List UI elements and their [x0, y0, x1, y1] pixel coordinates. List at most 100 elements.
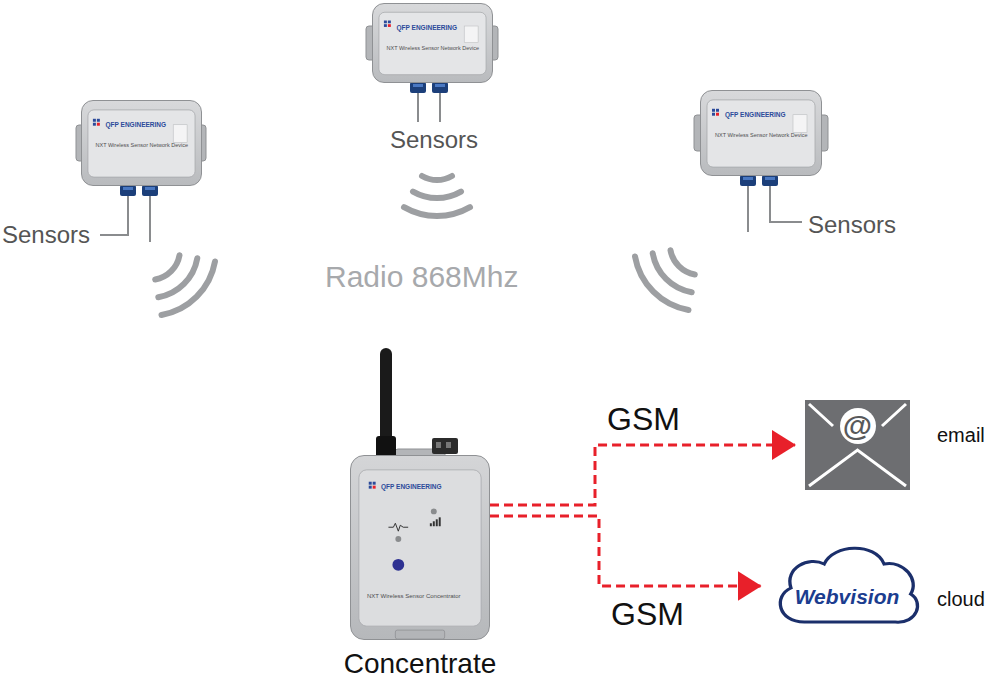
- radio-waves-part: [158, 258, 197, 297]
- cable-glands-part-part: [435, 84, 445, 87]
- device-panel-part-part: [716, 113, 719, 116]
- device-panel-part-part: [96, 119, 99, 122]
- email-label: email: [937, 424, 985, 447]
- sensor-device: QFP ENGINEERINGNXT Wireless Sensor Netwo…: [700, 90, 822, 176]
- node-title: QFP ENGINEERING: [725, 111, 786, 118]
- node-title: Webvision: [795, 585, 900, 609]
- connector-plug-part: [432, 438, 458, 454]
- sensor-wires-part: [747, 186, 749, 232]
- node-subtitle: NXT Wireless Sensor Network Device: [387, 45, 480, 51]
- cable-glands-part-part: [413, 84, 423, 87]
- cable-glands-part-part: [765, 177, 775, 180]
- node-title: @: [840, 408, 876, 444]
- envelope-shape-part: [809, 450, 906, 486]
- cable-glands-part: [123, 84, 775, 190]
- cable-glands-part-part: [743, 177, 753, 180]
- sensor-wires-part: [100, 196, 128, 235]
- device-panel-part-part: [716, 109, 719, 112]
- concentrator-panel-part: [430, 517, 441, 526]
- link-label: GSM: [607, 401, 680, 437]
- device-panel-part-part: [96, 123, 99, 126]
- sensor-wires-part: [417, 93, 419, 122]
- cable-glands-part: [740, 175, 756, 186]
- device-panel-part: [707, 100, 815, 167]
- radio-waves: [155, 176, 695, 315]
- concentrator-panel-part-part: [373, 486, 376, 489]
- device-panel-part: [793, 115, 807, 133]
- radio-waves-part: [635, 257, 689, 311]
- device-panel-part: [464, 26, 478, 43]
- radio-waves-part: [422, 176, 452, 180]
- radio-label: Radio 868Mhz: [325, 260, 518, 295]
- antenna-part: [380, 348, 392, 448]
- sensor-wires-part: [149, 196, 151, 242]
- device-tabs: [76, 26, 828, 459]
- connector-plug-part: [446, 442, 451, 448]
- concentrator-panel-part: [395, 630, 444, 639]
- sensors-label: Sensors: [2, 221, 90, 249]
- concentrator-panel-part-part: [436, 519, 438, 526]
- cable-glands-part: [432, 82, 448, 93]
- cable-glands-part: [410, 82, 426, 93]
- concentrator-panel-part: [369, 482, 376, 489]
- device-panel-part-part: [387, 21, 390, 24]
- node-title: QFP ENGINEERING: [397, 24, 458, 31]
- concentrator-panel-part: [395, 536, 401, 542]
- device-panel-part: [173, 125, 187, 143]
- radio-waves-part: [155, 255, 179, 279]
- gsm-link: [490, 445, 795, 505]
- sensor-wires: [100, 93, 802, 242]
- device-panel-part: [378, 12, 485, 74]
- concentrator-panel-part-part: [369, 482, 372, 485]
- link-label: GSM: [611, 596, 684, 632]
- radio-waves-part: [162, 262, 216, 316]
- connector-plug: [432, 438, 458, 454]
- device-panel: [373, 4, 492, 82]
- sensor-device: QFP ENGINEERING NXT Wireless Sensor Netwo…: [372, 3, 493, 83]
- gsm-link: [490, 516, 761, 586]
- antenna: [376, 348, 396, 458]
- device-panel-part-part: [712, 113, 715, 116]
- envelope-shape-part: [805, 400, 910, 490]
- concentrator-panel-part-part: [369, 486, 372, 489]
- concentrator-panel-part-part: [430, 523, 432, 526]
- device-panel-part: [87, 110, 194, 177]
- device-panel-part-part: [383, 21, 386, 24]
- concentrator-panel-part-part: [439, 517, 441, 526]
- device-caption: Concentrate: [344, 648, 497, 680]
- concentrator-panel-part: [388, 523, 408, 531]
- radio-waves-part: [413, 192, 461, 198]
- email-envelope: @: [805, 400, 910, 490]
- cable-glands: [120, 82, 778, 196]
- device-panel-part-part: [387, 24, 390, 27]
- cloud-label: cloud: [937, 588, 985, 611]
- node-title: QFP ENGINEERING: [106, 121, 167, 128]
- cable-glands-part-part: [123, 187, 133, 190]
- concentrator-panel-part-part: [373, 482, 376, 485]
- device-panel-part: [92, 119, 99, 126]
- device-panel-part-part: [383, 24, 386, 27]
- concentrator-panel-part: [431, 508, 437, 514]
- cloud-shape: Webvision: [771, 540, 924, 632]
- concentrator-device: QFP ENGINEERING NXT Wireless Sensor Conce…: [350, 455, 490, 640]
- device-panel-part: [383, 21, 390, 27]
- sensor-wires-part: [439, 93, 441, 122]
- cable-glands-part: [120, 185, 136, 196]
- radio-waves-part: [671, 250, 695, 274]
- device-panel-part-part: [92, 119, 95, 122]
- concentrator-panel-part: [392, 559, 404, 571]
- cable-glands-part: [142, 185, 158, 196]
- sensor-wires-part: [770, 186, 802, 222]
- connector-plug-part: [436, 442, 441, 448]
- cloud-outline-part: [780, 548, 917, 622]
- sensor-device: QFP ENGINEERINGNXT Wireless Sensor Netwo…: [81, 100, 202, 186]
- sensors-label: Sensors: [390, 126, 478, 154]
- node-title: QFP ENGINEERING: [381, 483, 442, 490]
- node-subtitle: NXT Wireless Sensor Concentrator: [367, 593, 461, 599]
- device-panel-part: [712, 109, 719, 116]
- concentrator-panel-part: [359, 470, 481, 626]
- device-panel-part-part: [92, 123, 95, 126]
- radio-waves-part: [404, 207, 470, 216]
- radio-waves-part: [653, 253, 692, 292]
